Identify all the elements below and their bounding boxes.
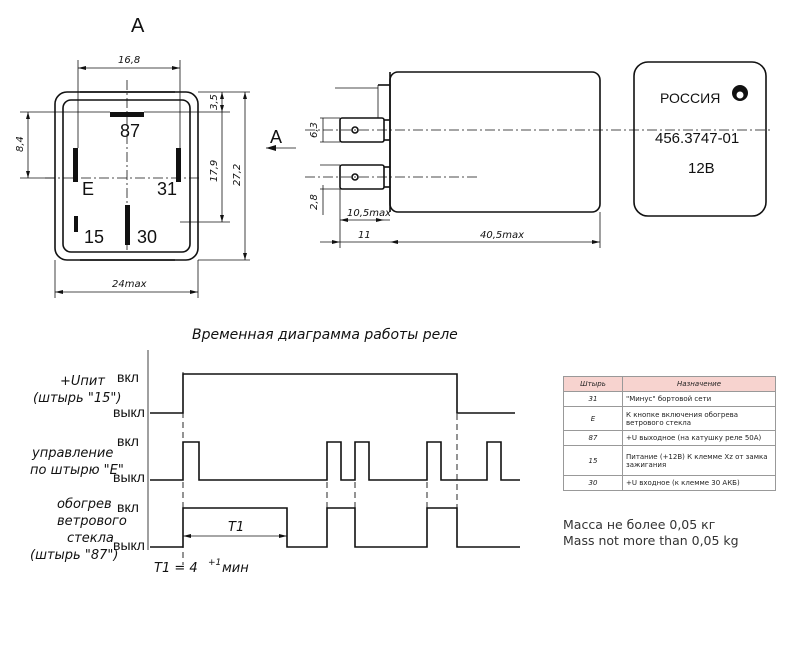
dim-top-gap: 3,5 (209, 94, 220, 110)
table-row: E К кнопке включения обогрева ветрового … (563, 406, 776, 431)
signal-1-line-2: (штырь "15") (33, 391, 121, 406)
dim-body-length: 40,5max (480, 230, 524, 241)
waveform-supply (150, 373, 515, 414)
table-cell-purpose: +U выходное (на катушку реле 50А) (622, 430, 776, 446)
dim-pin-offset: 2,8 (309, 194, 320, 210)
table-row: 87 +U выходное (на катушку реле 50А) (563, 430, 776, 446)
pin-30-label: 30 (137, 227, 157, 247)
table-cell-pin: 31 (563, 391, 623, 407)
mass-ru: Масса не более 0,05 кг (563, 517, 716, 532)
table-cell-pin: 87 (563, 430, 623, 446)
pin-e-label: E (82, 179, 94, 199)
signal-2-on: вкл (117, 433, 139, 449)
table-header-row: Штырь Назначение (563, 376, 776, 392)
table-row: 30 +U входное (к клемме 30 АКБ) (563, 475, 776, 491)
dim-inner-height: 17,9 (209, 160, 220, 182)
signal-3-line-3: стекла (67, 531, 114, 546)
pin-15-label: 15 (84, 227, 104, 247)
timing-title: Временная диаграмма работы реле (192, 327, 458, 343)
dim-width: 16,8 (118, 55, 140, 66)
mass-en: Mass not more than 0,05 kg (563, 533, 739, 548)
plate-country: РОССИЯ (660, 90, 720, 106)
signal-1-on: вкл (117, 369, 139, 385)
pin-31-label: 31 (157, 179, 177, 199)
pin-87-label: 87 (120, 121, 140, 141)
table-cell-purpose: "Минус" бортовой сети (622, 391, 776, 407)
relay-outline-inner (62, 99, 191, 253)
pin-31-blade (176, 148, 181, 182)
pin-e-blade (73, 148, 78, 182)
table-cell-purpose: Питание (+12В) К клемме Xz от замка зажи… (622, 445, 776, 476)
table-row: 15 Питание (+12В) К клемме Xz от замка з… (563, 445, 776, 476)
table-cell-pin: 30 (563, 475, 623, 491)
signal-3-line-2: ветрового (57, 514, 127, 529)
plate-part-number: 456.3747-01 (655, 130, 739, 147)
dim-pin-length: 10,5max (347, 208, 391, 219)
table-cell-pin: E (563, 406, 623, 431)
dim-width-max: 24max (112, 279, 147, 290)
signal-2-line-1: управление (31, 446, 113, 461)
view-label: А (131, 15, 145, 37)
view-arrow-label: А (270, 127, 282, 147)
signal-1-off: выкл (113, 404, 145, 420)
signal-2-off: выкл (113, 469, 145, 485)
table-header-pin: Штырь (563, 376, 623, 392)
table-row: 31 "Минус" бортовой сети (563, 391, 776, 407)
dim-pin-spacing: 6,3 (309, 122, 320, 138)
pin-assignment-table: Штырь Назначение 31 "Минус" бортовой сет… (563, 376, 776, 491)
signal-1-line-1: +Uпит (60, 374, 105, 389)
signal-3-line-1: обогрев (57, 497, 112, 512)
pin-30-blade (125, 205, 130, 245)
table-cell-purpose: К кнопке включения обогрева ветрового ст… (622, 406, 776, 431)
dim-pin-base: 11 (358, 230, 371, 241)
signal-3-on: вкл (117, 499, 139, 515)
signal-3-line-4: (штырь "87") (30, 548, 118, 563)
table-cell-purpose: +U входное (к клемме 30 АКБ) (622, 475, 776, 491)
table-header-purpose: Назначение (622, 376, 776, 392)
signal-2-line-2: по штырю "E" (30, 463, 124, 478)
relay-side-body (389, 71, 601, 213)
t1-formula-unit: мин (222, 561, 249, 576)
plate-voltage: 12В (688, 160, 715, 177)
waveform-heating (150, 507, 520, 548)
waveform-control (150, 441, 520, 481)
signal-3-off: выкл (113, 537, 145, 553)
pin-15-blade (74, 216, 78, 232)
t1-label: T1 (228, 520, 244, 535)
dim-total-height: 27,2 (232, 164, 243, 186)
t1-formula-sup: +1 (208, 558, 221, 568)
table-cell-pin: 15 (563, 445, 623, 476)
t1-formula-main: T1 = 4 (154, 561, 198, 576)
label-plate (633, 61, 767, 217)
dim-side-offset: 8,4 (15, 136, 26, 152)
pin-87-blade (110, 112, 144, 117)
